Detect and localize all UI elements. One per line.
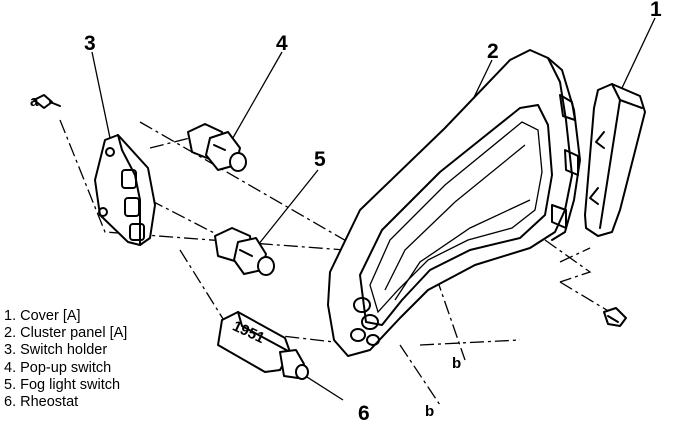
letter-a: a	[30, 93, 39, 110]
letter-b-lower: b	[425, 403, 434, 420]
legend-item: 6. Rheostat	[4, 394, 79, 411]
cover	[584, 83, 646, 237]
callout-6: 6	[358, 402, 370, 425]
legend-item: 3. Switch holder	[4, 342, 108, 359]
fog-light-switch	[214, 227, 275, 276]
legend-item: 1. Cover [A]	[4, 308, 81, 324]
legend-item: 2. Cluster panel [A]	[4, 325, 128, 342]
pop-up-switch	[187, 123, 247, 172]
callout-1: 1	[650, 0, 662, 21]
legend-item: 5. Fog light switch	[4, 376, 121, 393]
screw	[603, 307, 627, 327]
callout-5: 5	[314, 148, 326, 171]
callout-2: 2	[487, 40, 499, 63]
letter-b-upper: b	[452, 355, 461, 372]
parts-legend: 1. Cover [A] 2. Cluster panel [A] 3. Swi…	[4, 308, 224, 411]
pointer-a	[33, 94, 61, 109]
switch-holder	[94, 134, 156, 246]
rheostat: 1951	[217, 311, 309, 380]
callout-3: 3	[84, 32, 96, 55]
assembly-lines	[59, 119, 616, 406]
callout-4: 4	[276, 32, 288, 55]
legend-item: 4. Pop-up switch	[4, 359, 112, 376]
cluster-panel	[327, 49, 581, 357]
